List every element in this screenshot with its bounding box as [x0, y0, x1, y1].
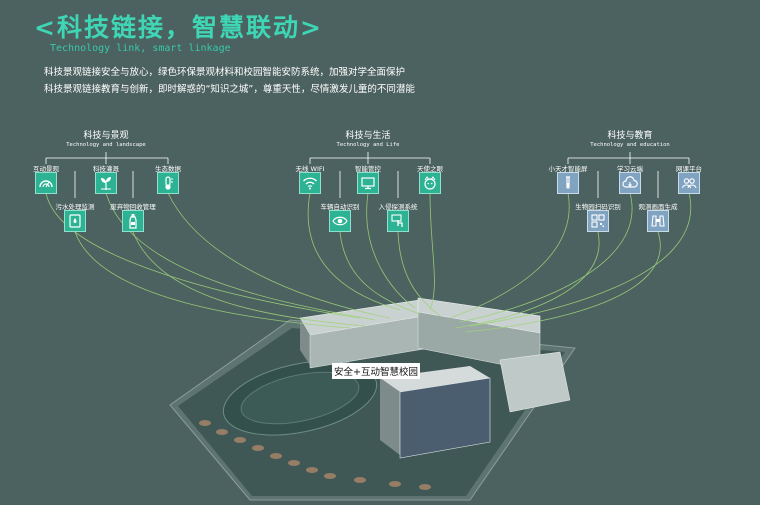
label-eco-data: 生态数据: [155, 165, 181, 173]
cloud-download-icon[interactable]: [619, 172, 641, 194]
label-irrigation: 科技灌溉: [93, 165, 119, 173]
page-title: <科技链接，智慧联动>: [34, 13, 323, 42]
label-genius-screen: 小天才智能屏: [548, 165, 588, 173]
qr-code-icon[interactable]: [587, 210, 609, 232]
thermometer-icon[interactable]: [157, 172, 179, 194]
label-vehicle-id: 车辆自动识别: [320, 203, 360, 211]
group-landscape-en: Technology and landscape: [66, 142, 146, 148]
group-life-title: 科技与生活: [345, 131, 391, 141]
sports-field: [222, 360, 378, 436]
trees: [199, 420, 431, 490]
label-bio-scan: 生物园扫码识别: [575, 203, 621, 211]
test-tube-icon[interactable]: [557, 172, 579, 194]
label-observe-ai: 观测画面生成: [638, 203, 678, 211]
connection-lines: [45, 192, 692, 333]
label-smart-control: 智能管控: [355, 165, 381, 173]
touch-sensor-icon[interactable]: [387, 210, 409, 232]
label-online-platform: 网课平台: [676, 165, 702, 173]
irrigation-plant-icon[interactable]: [95, 172, 117, 194]
interactive-landscape-icon[interactable]: [35, 172, 57, 194]
label-interactive: 互动景观: [33, 165, 59, 173]
bottle-recycle-icon[interactable]: [122, 210, 144, 232]
label-sewage: 污水处理监测: [55, 203, 95, 211]
description-line-1: 科技景观链接安全与放心，绿色环保景观材料和校园智能安防系统，加强对学全面保护: [44, 67, 406, 78]
binoculars-icon[interactable]: [647, 210, 669, 232]
sewage-monitor-icon[interactable]: [64, 210, 86, 232]
angel-face-icon[interactable]: [419, 172, 441, 194]
page-subtitle: Technology link, smart linkage: [50, 43, 231, 54]
group-education-en: Technology and education: [590, 142, 670, 148]
monitor-icon[interactable]: [357, 172, 379, 194]
label-wifi: 无线 WIFI: [295, 165, 325, 173]
group-education-title: 科技与教育: [607, 131, 653, 141]
label-waste: 废弃物回收管理: [110, 203, 156, 211]
group-brackets: [45, 152, 690, 198]
label-angel-eye: 天使之眼: [417, 165, 443, 173]
wifi-icon[interactable]: [299, 172, 321, 194]
group-landscape-title: 科技与景观: [83, 131, 129, 141]
description-line-2: 科技景观链接教育与创新，即时解惑的“知识之城”，尊重天性，尽情激发儿童的不同潜能: [44, 84, 415, 95]
label-cloud-class: 学习云端: [617, 165, 643, 173]
campus-center-label: 安全+互动智慧校园: [332, 363, 420, 379]
label-intrusion: 入侵探测系统: [378, 203, 418, 211]
eye-icon[interactable]: [329, 210, 351, 232]
group-life-en: Technology and Life: [336, 142, 400, 148]
users-icon[interactable]: [678, 172, 700, 194]
